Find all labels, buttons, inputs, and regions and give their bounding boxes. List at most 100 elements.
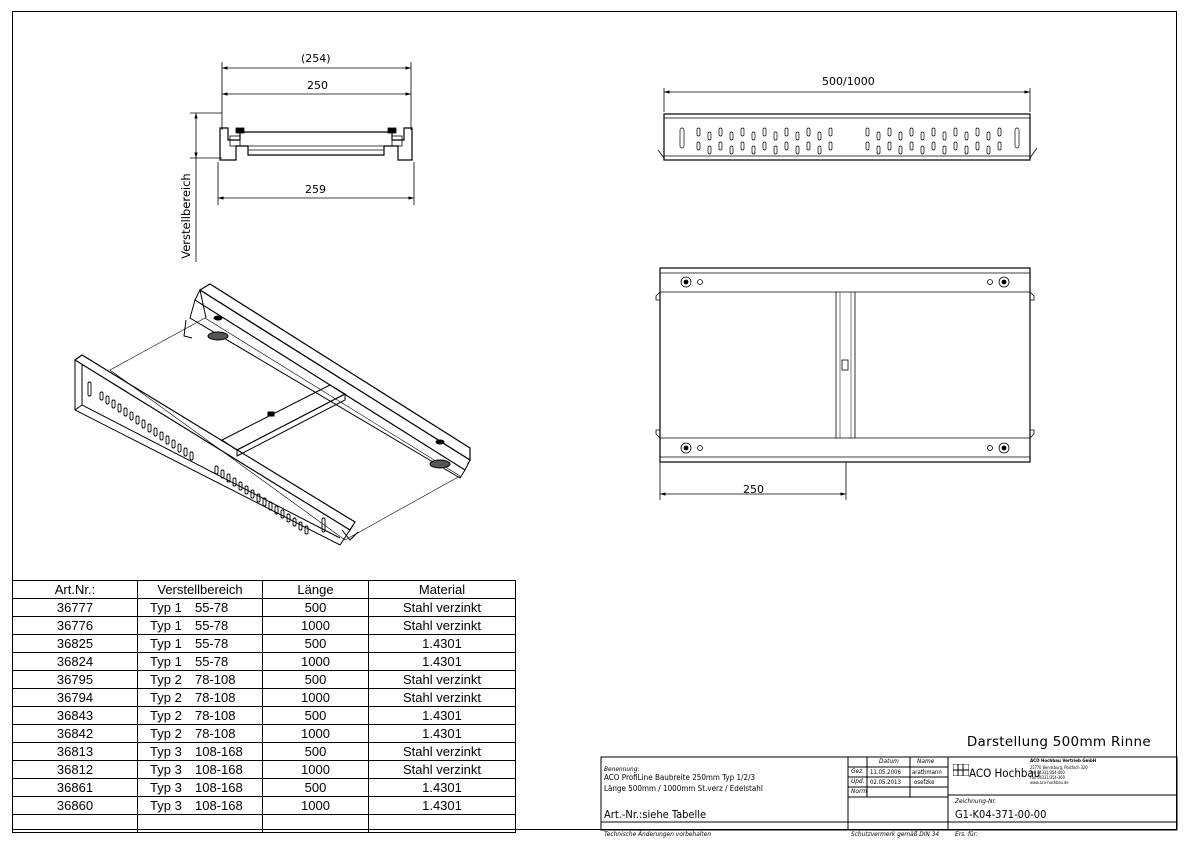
cell-typ: Typ 3 — [150, 761, 182, 777]
cell-material: 1.4301 — [368, 796, 516, 815]
isometric-view — [73, 283, 471, 546]
cell-material: Stahl verzinkt — [368, 598, 516, 617]
dim-vertical-label: Verstellbereich — [179, 173, 193, 259]
cell-material: Stahl verzinkt — [368, 616, 516, 635]
cell-range: 78-108 — [195, 671, 236, 687]
cell-range: 108-168 — [195, 743, 243, 759]
cell-material: 1.4301 — [368, 706, 516, 725]
cell-laenge: 1000 — [262, 796, 369, 815]
footer-left: Technische Änderungen vorbehalten — [604, 830, 712, 838]
cell-verstellbereich: Typ 2 78-108 — [137, 670, 263, 689]
cell-range: 108-168 — [195, 797, 243, 813]
cell-art-nr: 36812 — [12, 760, 138, 779]
upd-name: osefzke — [914, 779, 935, 786]
gez-date: 11.05.2006 — [870, 769, 901, 776]
cell-material: 1.4301 — [368, 778, 516, 797]
cell-typ: Typ 3 — [150, 797, 182, 813]
cell-typ: Typ 3 — [150, 779, 182, 795]
cell-art-nr: 36843 — [12, 706, 138, 725]
gez-name: arathmann — [912, 769, 942, 776]
cell-material: 1.4301 — [368, 724, 516, 743]
cell-laenge: 1000 — [262, 724, 369, 743]
cell-laenge: 500 — [262, 670, 369, 689]
cell-laenge: 500 — [262, 778, 369, 797]
cell-typ: Typ 1 — [150, 635, 182, 651]
cell-material: 1.4301 — [368, 652, 516, 671]
art-nr-text: Art.-Nr.:siehe Tabelle — [604, 808, 707, 821]
cell-range: 55-78 — [195, 635, 229, 651]
cell-laenge: 500 — [262, 634, 369, 653]
cell-range: 108-168 — [195, 761, 243, 777]
cell-laenge: 1000 — [262, 616, 369, 635]
cell-empty — [137, 814, 263, 833]
footer-mid: Schutzvermerk gemäß DIN 34 — [851, 830, 940, 838]
cell-laenge: 1000 — [262, 652, 369, 671]
company-addr-1: 25770 Bendsburg, Postfach 320 — [1030, 765, 1088, 770]
cross-section-view — [190, 62, 415, 262]
cell-art-nr: 36860 — [12, 796, 138, 815]
cell-art-nr: 36794 — [12, 688, 138, 707]
cell-verstellbereich: Typ 3 108-168 — [137, 796, 263, 815]
cell-laenge: 1000 — [262, 688, 369, 707]
cell-verstellbereich: Typ 3 108-168 — [137, 760, 263, 779]
cell-range: 78-108 — [195, 689, 236, 705]
cell-typ: Typ 1 — [150, 653, 182, 669]
cell-typ: Typ 1 — [150, 617, 182, 633]
cell-typ: Typ 1 — [150, 599, 182, 615]
table-header-row: Art.Nr.: Verstellbereich Länge Material — [12, 580, 516, 599]
cell-laenge: 500 — [262, 598, 369, 617]
side-elevation-view — [657, 88, 1038, 161]
footer-right: Ers. für: — [955, 830, 978, 838]
cell-verstellbereich: Typ 3 108-168 — [137, 742, 263, 761]
cell-range: 55-78 — [195, 653, 229, 669]
name-label: Name — [917, 757, 935, 765]
datum-label: Datum — [879, 757, 899, 765]
title-block-lines — [600, 756, 1178, 831]
cell-typ: Typ 3 — [150, 743, 182, 759]
upd-date: 02.05.2013 — [870, 779, 901, 786]
drawing-frame — [12, 11, 1177, 830]
cell-art-nr: 36813 — [12, 742, 138, 761]
norm-label: Norm — [851, 787, 868, 795]
cell-art-nr: 36777 — [12, 598, 138, 617]
dim-side-length: 500/1000 — [822, 75, 875, 88]
cell-typ: Typ 2 — [150, 725, 182, 741]
cell-range: 55-78 — [195, 599, 229, 615]
table-row-empty — [12, 814, 516, 833]
cell-verstellbereich: Typ 1 55-78 — [137, 634, 263, 653]
cell-art-nr: 36825 — [12, 634, 138, 653]
cell-laenge: 1000 — [262, 760, 369, 779]
cell-material: Stahl verzinkt — [368, 670, 516, 689]
drawing-caption: Darstellung 500mm Rinne — [966, 734, 1151, 750]
upd-label: Upd. — [851, 777, 865, 785]
cell-typ: Typ 2 — [150, 671, 182, 687]
cell-laenge: 500 — [262, 742, 369, 761]
cell-material: Stahl verzinkt — [368, 760, 516, 779]
zeichnung-nr: G1-K04-371-00-00 — [955, 808, 1047, 821]
dim-top-width-outer: (254) — [301, 52, 331, 65]
title-line-2: Länge 500mm / 1000mm St.verz / Edelstahl — [604, 784, 763, 793]
company-addr-3: Fax 04331/354-360 — [1030, 775, 1065, 780]
dim-bottom-width: 259 — [305, 183, 326, 196]
cell-empty — [262, 814, 369, 833]
cell-material: Stahl verzinkt — [368, 742, 516, 761]
cell-range: 78-108 — [195, 707, 236, 723]
title-block: Benennung: ACO ProfiLine Baubreite 250mm… — [601, 757, 1177, 838]
cell-art-nr: 36861 — [12, 778, 138, 797]
dim-top-width: 250 — [307, 79, 328, 92]
zeichnung-label: Zeichnung-Nr. — [955, 797, 997, 805]
company-name: ACO Hochbau — [969, 766, 1041, 780]
gez-label: Gez. — [851, 767, 865, 775]
